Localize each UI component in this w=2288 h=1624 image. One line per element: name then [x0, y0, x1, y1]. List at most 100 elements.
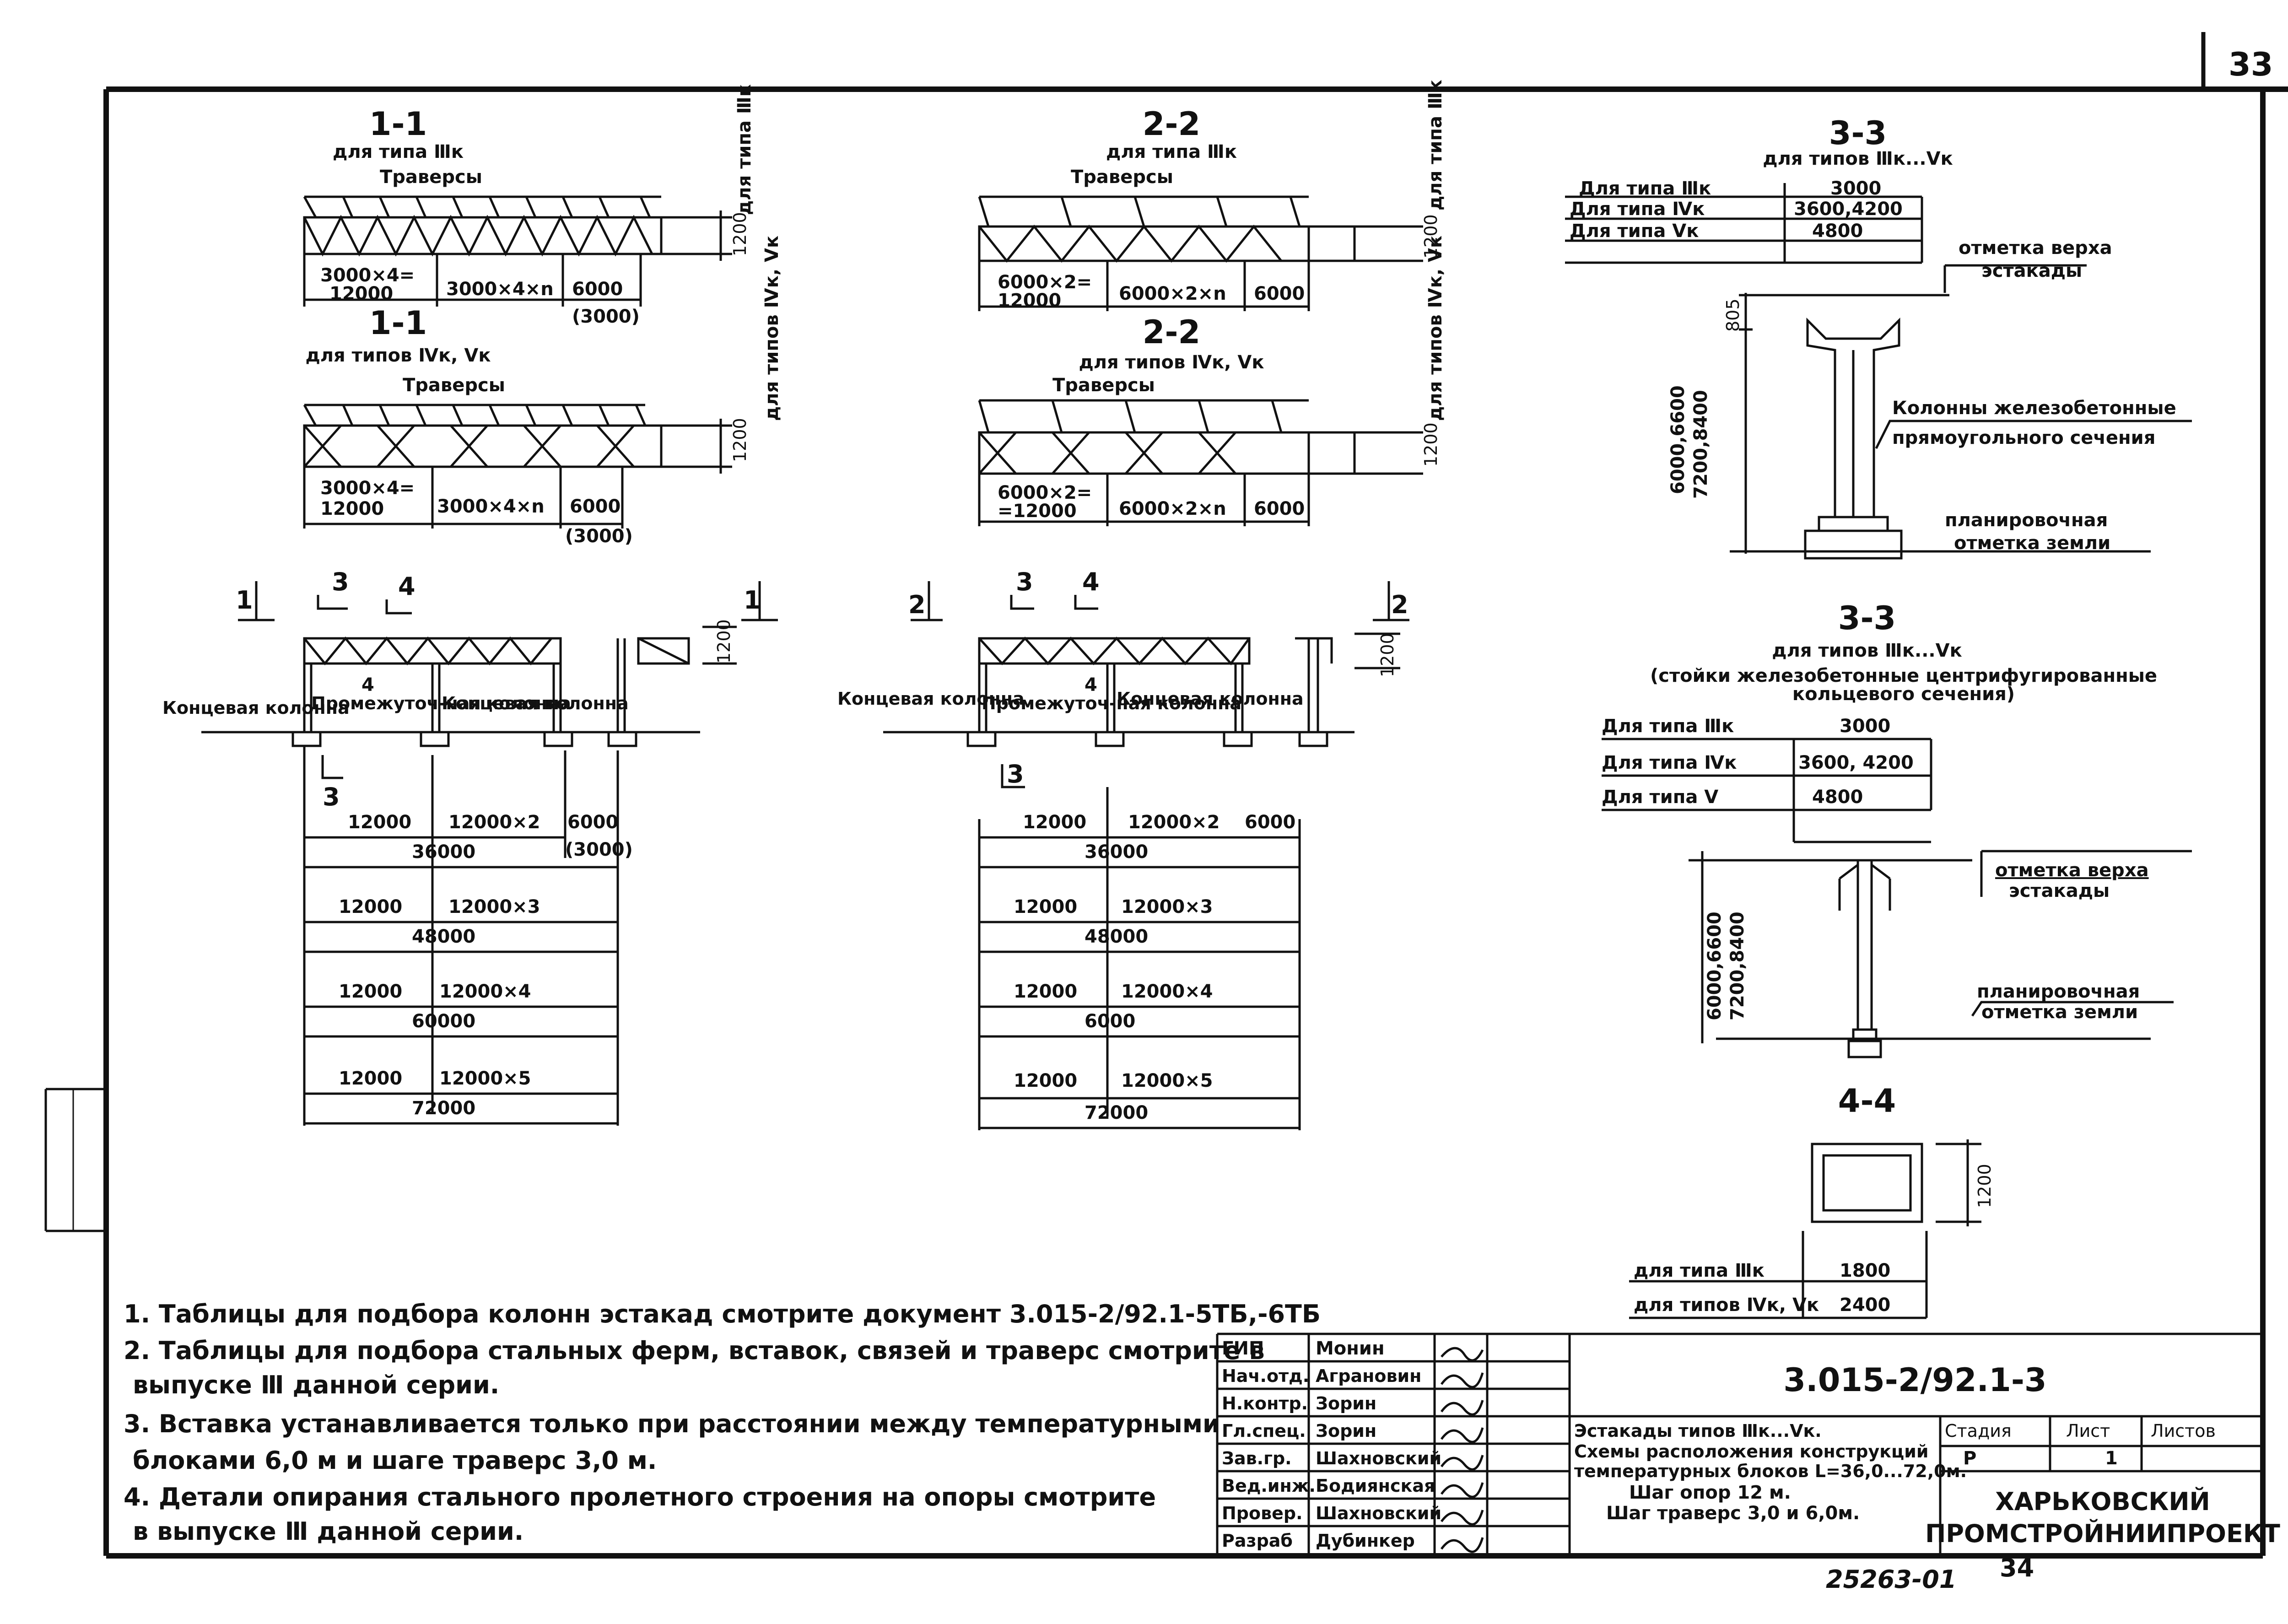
dim-1b: 12000: [998, 290, 1061, 311]
side-label: для типа Ⅲк: [1425, 80, 1446, 210]
dim-3: 6000: [572, 279, 623, 300]
cut-label-3b: 3: [1007, 760, 1024, 788]
role-8: Разраб: [1222, 1531, 1293, 1551]
table-row-1-label: Для типа Ⅲк: [1579, 178, 1711, 199]
dim-2: 3000×4×n: [446, 279, 554, 300]
dim-2: 6000×2×n: [1119, 498, 1226, 519]
note-4b: в выпуске Ⅲ данной серии.: [133, 1517, 523, 1546]
table-row-3-label: Для типа Ⅴк: [1570, 221, 1699, 242]
row-4-b: 12000×5: [439, 1068, 531, 1089]
mark-top-2: эстакады: [2009, 880, 2110, 901]
org-line-2: ПРОМСТРОЙНИИПРОЕКТ: [1925, 1519, 2280, 1548]
height-dim: 1200: [730, 418, 750, 462]
section-title: 4-4: [1838, 1082, 1896, 1120]
traverse-label: Траверсы: [403, 375, 505, 396]
row-4-a: 12000: [339, 1068, 402, 1089]
traverse-label: Траверсы: [380, 167, 482, 188]
section-note-1: (стойки железобетонные центрифугированны…: [1650, 665, 2157, 686]
section-title: 3-3: [1838, 599, 1896, 637]
dim-3b: (3000): [565, 526, 633, 547]
table-row-1-value: 3000: [1830, 178, 1881, 199]
name-2: Аграновин: [1316, 1366, 1421, 1386]
table-row-1-label: Для типа Ⅲк: [1602, 716, 1734, 737]
cut-label-4b: 4: [362, 674, 374, 696]
row-1-a: 12000: [348, 812, 411, 833]
traverse-label: Траверсы: [1052, 375, 1155, 396]
dim-3: 6000: [1254, 498, 1305, 519]
cut-label-4b: 4: [1085, 674, 1097, 696]
title-block: ГИП Монин Нач.отд. Аграновин Н.контр. Зо…: [1216, 1333, 2280, 1556]
col-label-1: Колонны железобетонные: [1892, 398, 2176, 419]
note-3: 3. Вставка устанавливается только при ра…: [124, 1409, 1220, 1438]
row-4-total: 72000: [412, 1098, 475, 1119]
section-subtitle: для типов Ⅲк...Ⅴк: [1772, 640, 1962, 661]
row-3-b: 12000×4: [1121, 981, 1213, 1002]
mark-bot-1: планировочная: [1945, 510, 2108, 531]
height-dim-1: 6000,6600: [1667, 385, 1689, 494]
dim-2: 6000×2×n: [1119, 283, 1226, 304]
row-1-b: 12000×2: [1128, 812, 1220, 833]
bottom-number: 34: [2000, 1554, 2034, 1582]
height-dim: 1200: [1421, 214, 1441, 259]
name-4: Зорин: [1316, 1421, 1376, 1441]
section-3-3-rect-column: 3-3 для типов Ⅲк...Ⅴк Для типа Ⅲк 3000 Д…: [1565, 114, 2192, 560]
table-row-1-value: 3000: [1840, 716, 1890, 737]
side-label: для типов Ⅳк, Ⅴк: [1425, 236, 1446, 421]
cut-label-2: 2: [908, 590, 926, 619]
section-2-2-type3: 2-2 для типа Ⅲк Траверсы для типа Ⅲк 120…: [978, 80, 1446, 311]
table-row-2-value: 3600,4200: [1794, 199, 1903, 220]
name-6: Бодиянская: [1316, 1476, 1435, 1496]
cut-label-3: 3: [1016, 567, 1033, 596]
section-title: 2-2: [1143, 105, 1200, 143]
dim-1b: =12000: [998, 501, 1077, 522]
org-line-1: ХАРЬКОВСКИЙ: [1995, 1487, 2210, 1516]
sheets-header: Листов: [2151, 1421, 2216, 1441]
role-7: Провер.: [1222, 1503, 1303, 1523]
table-row-2-label: Для типа Ⅳк: [1570, 199, 1705, 220]
section-subtitle: для типа Ⅲк: [1106, 141, 1237, 162]
dim-1b: 12000: [320, 498, 384, 519]
cut-label-1: 1: [236, 586, 253, 615]
section-2-2-type4-5: 2-2 для типов Ⅳк, Ⅴк Траверсы для типов …: [978, 236, 1446, 526]
role-5: Зав.гр.: [1222, 1448, 1292, 1468]
role-2: Нач.отд.: [1222, 1366, 1309, 1386]
row-4-b: 12000×5: [1121, 1070, 1213, 1091]
dim-1: 3000×4=: [320, 265, 415, 286]
row-2-a: 12000: [339, 896, 402, 917]
row-1-c: 6000: [1245, 812, 1295, 833]
table-row-3-value: 4800: [1812, 787, 1863, 808]
note-3b: блоками 6,0 м и шаге траверс 3,0 м.: [133, 1446, 657, 1475]
label-end-column-2: Концевая колонна: [1117, 689, 1304, 709]
name-8: Дубинкер: [1316, 1531, 1415, 1551]
row-4-total: 72000: [1085, 1102, 1148, 1123]
dim-3: 6000: [1254, 283, 1305, 304]
desc-4: Шаг опор 12 м.: [1629, 1482, 1791, 1503]
height-dim-1: 6000,6600: [1704, 912, 1725, 1020]
height-dim-2: 7200,8400: [1690, 390, 1711, 499]
row-2-b: 12000×3: [1121, 896, 1213, 917]
traverse-label: Траверсы: [1071, 167, 1173, 188]
role-6: Вед.инж.: [1222, 1476, 1316, 1496]
height-dim: 1200: [714, 619, 734, 664]
dim-1: 6000×2=: [998, 482, 1092, 503]
table-row-2-value: 2400: [1840, 1295, 1890, 1316]
section-title: 1-1: [369, 105, 427, 143]
height-dim: 1200: [730, 212, 750, 256]
row-2-b: 12000×3: [448, 896, 540, 917]
notes: 1. Таблицы для подбора колонн эстакад см…: [124, 1300, 1321, 1546]
name-5: Шахновский: [1316, 1448, 1441, 1468]
section-subtitle: для типов Ⅳк, Ⅴк: [1079, 352, 1264, 373]
table-row-3-label: Для типа Ⅴ: [1602, 787, 1718, 808]
desc-5: Шаг траверс 3,0 и 6,0м.: [1606, 1503, 1860, 1524]
cut-label-1b: 1: [744, 586, 761, 615]
dim-3: 6000: [570, 496, 621, 517]
label-end-column: Концевая колонна: [162, 698, 350, 718]
sheet-value: 1: [2105, 1448, 2118, 1469]
dim-3b: (3000): [572, 306, 640, 327]
label-end-column-2: Концевая колонна: [442, 693, 629, 713]
row-4-a: 12000: [1014, 1070, 1077, 1091]
height-dim: 1200: [1421, 422, 1441, 467]
mark-top-1: отметка верха: [1995, 860, 2149, 881]
elevation-right: 2 3 4 2 3 4 1200 Концевая колонна Промеж…: [837, 567, 1409, 1130]
